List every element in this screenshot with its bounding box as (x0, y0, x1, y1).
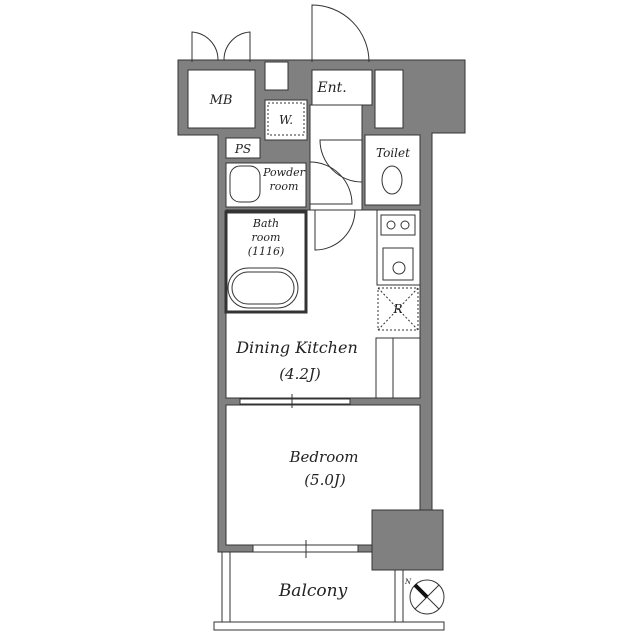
label-ent: Ent. (316, 80, 346, 96)
label-powder: Powder (262, 166, 306, 179)
label-bath: Bath (252, 217, 279, 230)
powder-room (225, 162, 307, 208)
niche (264, 61, 289, 91)
label-dining-kitchen-size: (4.2J) (279, 365, 321, 383)
corridor (309, 104, 363, 211)
label-r: R (392, 302, 402, 316)
balcony-rail (213, 621, 445, 631)
label-toilet: Toilet (376, 146, 410, 160)
label-w: W. (279, 113, 293, 127)
svg-text:N: N (404, 578, 412, 586)
pillar (371, 509, 444, 571)
ps-room (225, 137, 261, 159)
closet (375, 337, 421, 399)
label-bath-3: (1116) (248, 245, 285, 258)
label-mb: MB (209, 93, 233, 108)
label-bath-2: room (252, 231, 281, 244)
balcony-outline (221, 552, 404, 625)
washer-pan (267, 102, 305, 136)
toilet-room (364, 134, 421, 206)
north-compass-icon: N (404, 578, 445, 615)
toilet-fixture (381, 165, 403, 195)
label-dining-kitchen: Dining Kitchen (235, 338, 358, 357)
mb-room (187, 69, 256, 129)
mb-doors[interactable] (191, 31, 251, 62)
window-dk (239, 398, 351, 405)
refrigerator-space (377, 287, 419, 331)
washer-space (264, 99, 308, 141)
bathtub (227, 267, 299, 309)
label-balcony: Balcony (278, 581, 348, 601)
bath-door[interactable] (314, 209, 356, 251)
shoe-cabinet (374, 69, 404, 129)
sink (382, 247, 414, 281)
label-bedroom: Bedroom (289, 448, 359, 466)
label-bedroom-size: (5.0J) (304, 471, 346, 489)
stove (380, 214, 416, 236)
toilet-door[interactable] (319, 139, 363, 183)
powder-door[interactable] (309, 161, 353, 205)
label-powder-2: room (270, 180, 299, 193)
entry-door[interactable] (311, 4, 370, 63)
washbasin (229, 165, 261, 203)
label-ps: PS (234, 142, 251, 156)
